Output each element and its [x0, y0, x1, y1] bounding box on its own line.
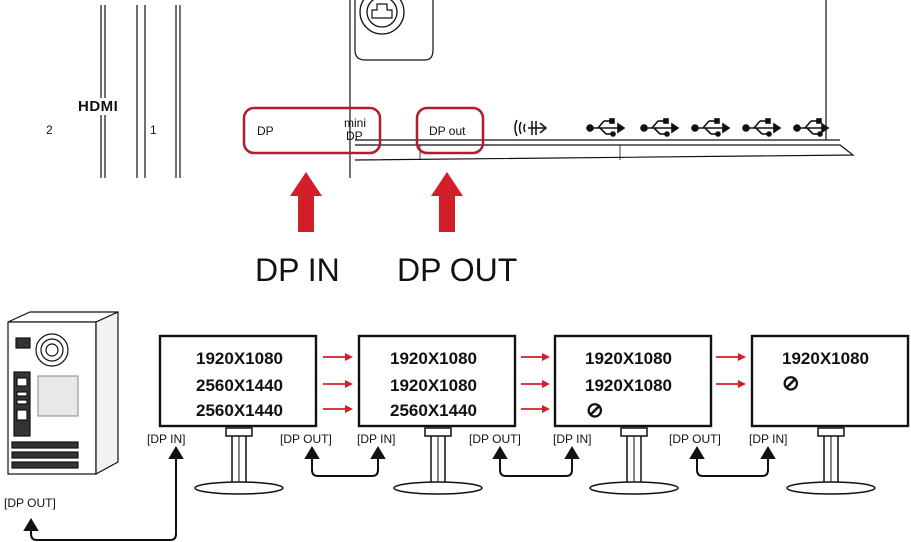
- monitor-3-drawing: [553, 334, 713, 495]
- usb-icon: [640, 118, 680, 137]
- monitor-2-resolution-3: 2560X1440: [390, 401, 477, 420]
- red-arrows-2-3: [521, 353, 550, 413]
- screw-icon: [359, 0, 405, 35]
- monitor-2-drawing: [357, 334, 517, 495]
- hdmi-port-lines: [100, 5, 181, 178]
- monitor-1-dp-in-label: [DP IN]: [147, 432, 186, 446]
- monitor-4-not-supported-icon: ⊘: [782, 372, 800, 395]
- dp-out-highlight-box: [415, 106, 485, 155]
- hdmi-logo: HDMI: [76, 98, 121, 115]
- monitor-3-dp-out-label: [DP OUT]: [669, 432, 721, 446]
- monitor-3-dp-in-label: [DP IN]: [553, 432, 592, 446]
- monitor-1-dp-out-label: [DP OUT]: [280, 432, 332, 446]
- monitor-1-resolution-1: 1920X1080: [196, 349, 283, 368]
- monitor-2-dp-out-label: [DP OUT]: [469, 432, 521, 446]
- usb-icon: [793, 118, 830, 137]
- monitor-1-resolution-3: 2560X1440: [196, 401, 283, 420]
- dp-in-highlight-box: [242, 106, 382, 155]
- monitor-4-drawing: [750, 334, 910, 495]
- usb-icon: [742, 118, 782, 137]
- cable-monitor-1-to-2: [304, 446, 386, 477]
- pc-tower: [7, 311, 119, 476]
- monitor-3-resolution-2: 1920X1080: [585, 376, 672, 395]
- monitor-2-resolution-1: 1920X1080: [390, 349, 477, 368]
- monitor-4-dp-in-label: [DP IN]: [749, 432, 788, 446]
- cable-pc-to-monitor-1: [23, 446, 184, 541]
- cable-monitor-2-to-3: [492, 446, 580, 477]
- dp-out-callout: DP OUT: [397, 252, 518, 288]
- monitor-2-dp-in-label: [DP IN]: [357, 432, 396, 446]
- audio-out-icon: [514, 119, 548, 137]
- monitor-2-resolution-2: 1920X1080: [390, 376, 477, 395]
- dp-out-arrow-icon: [431, 172, 463, 232]
- monitor-1-drawing: [158, 334, 318, 495]
- mini-dp-label-line1: mini: [344, 116, 367, 130]
- cable-monitor-3-to-4: [689, 446, 776, 477]
- dp-in-arrow-icon: [290, 172, 322, 232]
- monitor-housing: [349, 0, 855, 178]
- usb-icon: [586, 118, 626, 137]
- red-arrows-3-4: [716, 353, 746, 388]
- dp-in-callout: DP IN: [255, 252, 340, 288]
- dp-port-label: DP: [257, 124, 274, 138]
- usb-icon: [691, 118, 731, 137]
- monitor-1-resolution-2: 2560X1440: [196, 376, 283, 395]
- monitor-3-resolution-1: 1920X1080: [585, 349, 672, 368]
- dp-out-port-label: DP out: [429, 124, 466, 138]
- monitor-3-not-supported-icon: ⊘: [586, 399, 604, 422]
- mini-dp-label-line2: DP: [346, 129, 363, 143]
- monitor-4-resolution-1: 1920X1080: [782, 349, 869, 368]
- red-arrows-1-2: [323, 353, 353, 413]
- pc-dp-out-label: [DP OUT]: [4, 496, 56, 510]
- hdmi-port-2-label: 2: [46, 123, 53, 137]
- hdmi-port-1-label: 1: [150, 123, 157, 137]
